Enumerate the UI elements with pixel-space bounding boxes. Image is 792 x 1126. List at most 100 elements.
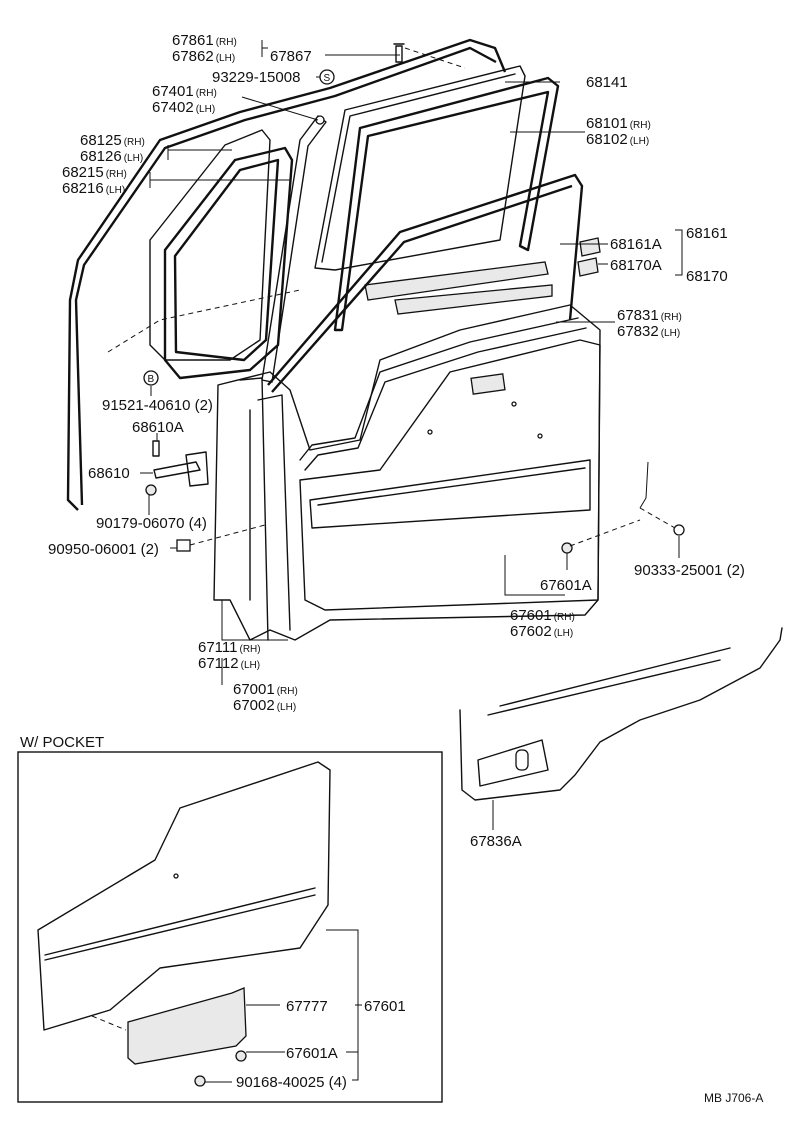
side-lh: (LH) [241,660,260,671]
inset-clip [235,1050,247,1062]
svg-text:67832(LH): 67832(LH) [617,323,680,340]
callout-67402: 67402 [152,99,194,116]
clip-68170a [577,257,599,277]
inset-title: W/ POCKET [20,734,104,751]
side-rh: (RH) [554,612,575,623]
svg-text:67401(RH): 67401(RH) [152,83,217,100]
svg-text:67112(LH): 67112(LH) [198,655,260,672]
side-rh: (RH) [240,644,261,655]
callout-68141: 68141 [586,74,628,91]
callout-67777: 67777 [286,998,328,1015]
callout-91521: 91521-40610 (2) [102,397,213,414]
callout-67002: 67002 [233,697,275,714]
svg-text:68125(RH): 68125(RH) [80,132,145,149]
armrest-pocket [477,739,549,787]
callout-68170a: 68170A [610,257,662,274]
callout-67401: 67401 [152,83,194,100]
callout-68610: 68610 [88,465,130,482]
svg-text:68126(LH): 68126(LH) [80,148,143,165]
callout-68216: 68216 [62,180,104,197]
side-lh: (LH) [277,702,296,713]
side-rh: (RH) [196,88,217,99]
side-rh: (RH) [277,686,298,697]
belt-weatherstrip-outer [364,261,549,301]
callout-68161: 68161 [686,225,728,242]
callout-67862: 67862 [172,48,214,65]
svg-text:67862(LH): 67862(LH) [172,48,235,65]
armrest-panel [459,627,783,801]
svg-text:67602(LH): 67602(LH) [510,623,573,640]
screw-67867 [393,43,405,63]
side-lh: (LH) [106,185,125,196]
side-rh: (RH) [630,120,651,131]
inset-screw [194,1075,206,1087]
callout-67836a: 67836A [470,833,522,850]
trim-clip [561,542,573,554]
side-rh: (RH) [106,169,127,180]
side-lh: (LH) [216,53,235,64]
inset-frame [17,751,443,1103]
inset-trim-board [37,761,331,1031]
callout-67867: 67867 [270,48,312,65]
callout-68125: 68125 [80,132,122,149]
callout-67001: 67001 [233,681,275,698]
inset-pocket [127,987,247,1065]
clip-68161a [579,237,601,257]
svg-text:67001(RH): 67001(RH) [233,681,298,698]
callout-67111: 67111 [198,639,238,656]
side-lh: (LH) [124,153,143,164]
division-bar [267,173,584,393]
callout-68102: 68102 [586,131,628,148]
door-weatherstrip [66,38,507,511]
callout-68161a: 68161A [610,236,662,253]
door-check [153,451,209,487]
symbol-b: B [148,374,155,385]
clip-90333 [673,524,685,536]
side-lh: (LH) [661,328,680,339]
quarter-frame [163,146,294,380]
callout-93229: 93229-15008 [212,69,300,86]
callout-67601-inset: 67601 [364,998,406,1015]
side-lh: (LH) [196,104,215,115]
side-lh: (LH) [554,628,573,639]
svg-text:68215(RH): 68215(RH) [62,164,127,181]
svg-text:67601(RH): 67601(RH) [510,607,575,624]
door-trim-board [299,339,601,611]
callout-67831: 67831 [617,307,659,324]
callout-90168: 90168-40025 (4) [236,1074,347,1091]
callout-67601: 67601 [510,607,552,624]
callout-67602: 67602 [510,623,552,640]
svg-text:67831(RH): 67831(RH) [617,307,682,324]
svg-text:68216(LH): 68216(LH) [62,180,125,197]
callout-90179: 90179-06070 (4) [96,515,207,532]
callout-90333: 90333-25001 (2) [634,562,745,579]
quarter-glass [149,129,271,361]
callout-67601a: 67601A [540,577,592,594]
callout-67861: 67861 [172,32,214,49]
side-lh: (LH) [630,136,649,147]
side-rh: (RH) [124,137,145,148]
window-glass [314,65,526,271]
svg-text:67861(RH): 67861(RH) [172,32,237,49]
svg-text:67002(LH): 67002(LH) [233,697,296,714]
svg-text:68102(LH): 68102(LH) [586,131,649,148]
callout-68101: 68101 [586,115,628,132]
svg-text:67402(LH): 67402(LH) [152,99,215,116]
symbol-s: S [324,73,331,84]
belt-weatherstrip-inner [394,284,553,315]
callout-67601a-inset: 67601A [286,1045,338,1062]
symbol-b-circle [143,370,159,386]
callout-68215: 68215 [62,164,104,181]
check-bolt [145,484,157,496]
callout-67112: 67112 [198,655,239,672]
svg-text:67111(RH): 67111(RH) [198,639,261,656]
svg-text:68101(RH): 68101(RH) [586,115,651,132]
drawing-code: MB J706-A [704,1091,763,1105]
side-rh: (RH) [216,37,237,48]
callout-68610a: 68610A [132,419,184,436]
hole-plug [176,539,191,552]
callout-68170: 68170 [686,268,728,285]
callout-68126: 68126 [80,148,122,165]
glass-run-channel [333,76,560,332]
